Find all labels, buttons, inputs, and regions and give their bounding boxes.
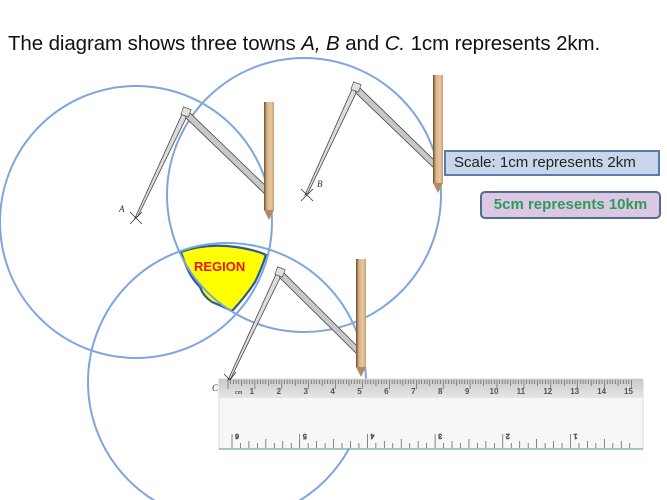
town-c-marker bbox=[223, 371, 237, 381]
ruler-cm-label: 3 bbox=[303, 387, 308, 396]
town-b-label: B bbox=[317, 179, 323, 189]
ruler-cm-label: 4 bbox=[330, 387, 335, 396]
ruler-inch-label: 6 bbox=[235, 432, 239, 439]
town-b-marker bbox=[300, 188, 314, 202]
scale-note: Scale: 1cm represents 2km bbox=[444, 150, 660, 176]
town-c-label: C bbox=[212, 383, 219, 393]
ruler-inch-label: 5 bbox=[303, 432, 307, 439]
compass-c bbox=[227, 259, 366, 382]
ruler-cm-label: 9 bbox=[465, 387, 470, 396]
region-shape bbox=[179, 244, 268, 313]
ruler-cm-label: 7 bbox=[411, 387, 416, 396]
ruler-inch-label: 3 bbox=[438, 432, 442, 439]
town-a-label: A bbox=[119, 204, 125, 214]
ruler-inch-label: 4 bbox=[370, 432, 374, 439]
compass-b bbox=[304, 75, 443, 197]
ruler-cm-label: 14 bbox=[597, 387, 606, 396]
ruler-cm-label: 10 bbox=[490, 387, 499, 396]
title-scale: 1cm represents 2km. bbox=[405, 32, 601, 55]
title-text: The diagram shows three towns bbox=[8, 32, 302, 55]
conversion-note: 5cm represents 10km bbox=[480, 191, 661, 219]
ruler-cm-label: 15 bbox=[624, 387, 633, 396]
circle-b bbox=[166, 57, 442, 333]
diagram-title: The diagram shows three towns A, B and C… bbox=[8, 32, 600, 56]
ruler-inch-label: 2 bbox=[506, 432, 510, 439]
svg-text:cm: cm bbox=[235, 390, 243, 396]
ruler-cm-label: 2 bbox=[277, 387, 282, 396]
ruler-cm-label: 13 bbox=[570, 387, 579, 396]
title-town-c: C. bbox=[384, 32, 406, 55]
title-town-b: B bbox=[326, 32, 340, 55]
ruler-cm-label: 6 bbox=[384, 387, 389, 396]
ruler-cm-label: 8 bbox=[438, 387, 443, 396]
ruler-inch-label: 1 bbox=[574, 432, 578, 439]
circle-a bbox=[0, 85, 273, 359]
town-a-marker bbox=[129, 211, 143, 225]
compass-a bbox=[134, 102, 274, 220]
ruler-cm-label: 1 bbox=[250, 387, 255, 396]
ruler-cm-label: 5 bbox=[357, 387, 362, 396]
ruler-cm-label: 11 bbox=[517, 387, 526, 396]
region-label: REGION bbox=[194, 259, 246, 274]
title-town-a: A, bbox=[301, 32, 321, 55]
ruler-cm-label: 12 bbox=[543, 387, 552, 396]
title-and: and bbox=[339, 32, 385, 55]
